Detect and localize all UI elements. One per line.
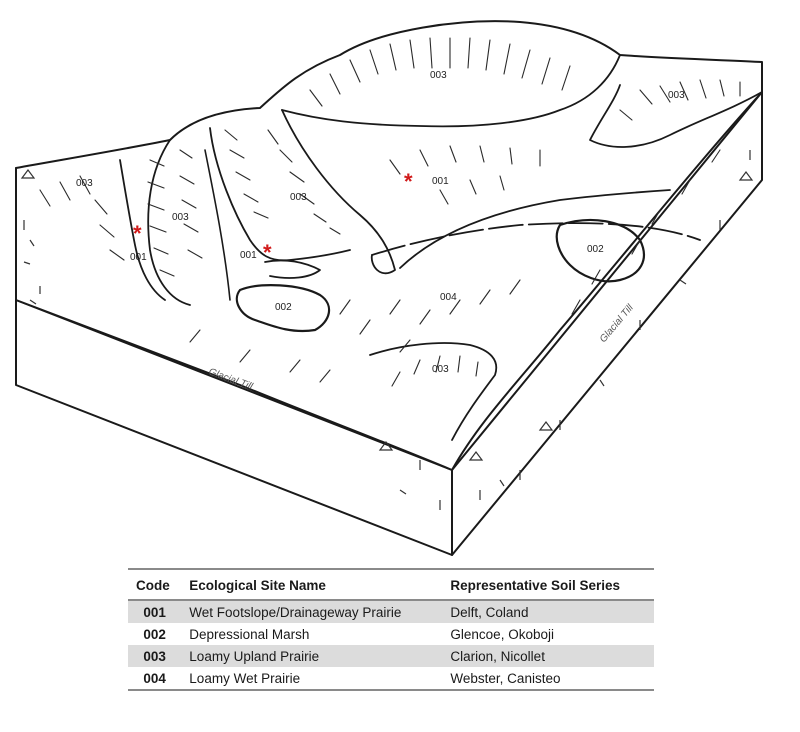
site-label-left-valley: 001 — [130, 252, 147, 263]
legend-header-row: Code Ecological Site Name Representative… — [128, 568, 654, 601]
site-label-wet-prairie: 004 — [440, 292, 457, 303]
site-label-marsh-right: 002 — [587, 244, 604, 255]
legend-site-name: Loamy Upland Prairie — [181, 645, 443, 667]
legend-row: 001 Wet Footslope/Drainageway Prairie De… — [128, 600, 654, 623]
legend-soil-series: Glencoe, Okoboji — [450, 626, 554, 642]
legend-code: 001 — [128, 600, 182, 623]
legend-header-code: Code — [128, 568, 182, 601]
marsh-left — [235, 284, 331, 333]
site-label-left-corner: 003 — [76, 178, 93, 189]
site-label-left-ridge: 003 — [172, 212, 189, 223]
marker-asterisk-left: * — [133, 221, 142, 246]
marsh-left-inner — [264, 259, 321, 279]
legend-row: 003 Loamy Upland Prairie Clarion, Nicoll… — [128, 645, 654, 667]
legend-site-name: Loamy Wet Prairie — [181, 667, 443, 691]
site-label-mid-ridge: 003 — [290, 192, 307, 203]
site-label-hill-right: 003 — [668, 90, 685, 101]
left-valley-2 — [204, 149, 231, 301]
legend-row: 004 Loamy Wet Prairie Webster, Canisteo — [128, 667, 654, 691]
legend-table: Code Ecological Site Name Representative… — [128, 568, 654, 691]
hill-right-boundary — [589, 84, 763, 148]
legend-header-name: Ecological Site Name — [181, 568, 443, 601]
marsh-right — [555, 218, 646, 283]
left-ridge-boundary-2 — [147, 139, 191, 306]
marker-asterisk-center: * — [404, 169, 413, 194]
marker-asterisk-mid: * — [263, 240, 272, 265]
lower-hill-boundary — [369, 342, 498, 441]
legend-site-name: Depressional Marsh — [189, 626, 310, 642]
legend-row: 002 Depressional Marsh Glencoe, Okoboji — [128, 623, 654, 645]
site-label-hill-top: 003 — [430, 70, 447, 81]
left-valley — [119, 159, 166, 301]
drainage-line-2 — [399, 189, 671, 269]
till-pebbles — [20, 150, 754, 510]
drainage-line-1 — [281, 109, 396, 275]
left-ridge-boundary — [209, 127, 351, 262]
legend-code: 004 — [128, 667, 182, 691]
site-label-lower-hill: 003 — [432, 364, 449, 375]
terrain-outline — [15, 20, 763, 471]
legend-soil-series: Webster, Canisteo — [442, 667, 654, 691]
hill-top-boundary — [281, 54, 621, 128]
legend-code: 002 — [143, 626, 166, 642]
site-label-mid-valley: 001 — [240, 250, 257, 261]
legend-soil-series: Delft, Coland — [442, 600, 654, 623]
legend-site-name: Wet Footslope/Drainageway Prairie — [181, 600, 443, 623]
drainage-line-3 — [371, 222, 701, 256]
site-label-center: 001 — [432, 176, 449, 187]
legend-soil-series: Clarion, Nicollet — [442, 645, 654, 667]
site-label-marsh-left: 002 — [275, 302, 292, 313]
block-side-face — [451, 91, 763, 556]
slope-hatching — [39, 37, 741, 387]
legend-code: 003 — [128, 645, 182, 667]
legend-header-soil: Representative Soil Series — [442, 568, 654, 601]
block-diagram: 003 003 001 003 003 003 001 001 002 002 … — [15, 20, 763, 556]
